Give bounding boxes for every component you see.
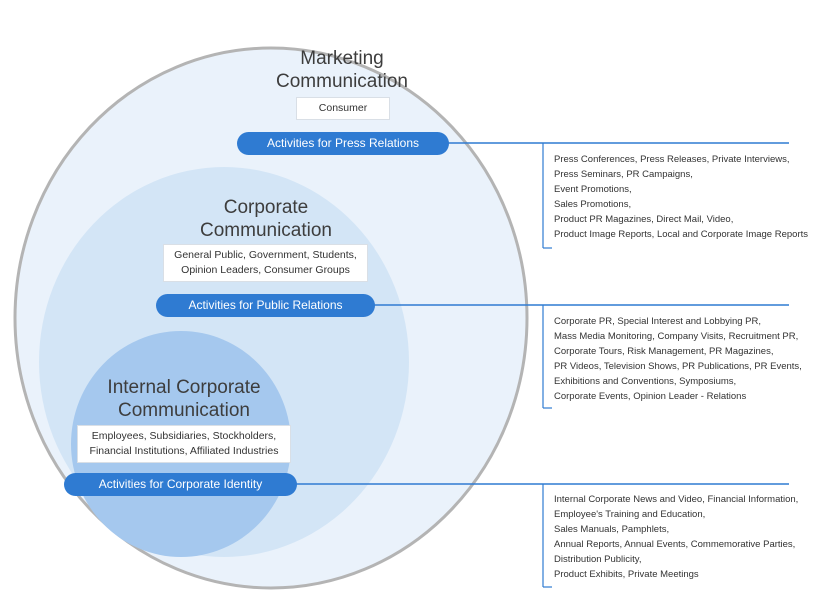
detail-line: Product PR Magazines, Direct Mail, Video… xyxy=(554,214,734,225)
detail-line: Employee's Training and Education, xyxy=(554,509,706,520)
detail-line: Sales Manuals, Pamphlets, xyxy=(554,524,670,535)
internal-audience-line: Financial Institutions, Affiliated Indus… xyxy=(89,445,279,457)
internal-audience-box: Employees, Subsidiaries, Stockholders, F… xyxy=(77,425,291,463)
corporate-title-line1: Corporate xyxy=(223,197,309,218)
internal-audience-line: Employees, Subsidiaries, Stockholders, xyxy=(91,430,277,442)
public-relations-label: Activities for Public Relations xyxy=(188,298,343,312)
detail-line: Exhibitions and Conventions, Symposiums, xyxy=(554,376,737,387)
corporate-communication-title: Corporate Communication xyxy=(156,196,376,242)
corporate-identity-pill: Activities for Corporate Identity xyxy=(64,473,297,496)
detail-line: PR Videos, Television Shows, PR Publicat… xyxy=(554,361,802,372)
detail-line: Corporate PR, Special Interest and Lobby… xyxy=(554,316,762,327)
corporate-audience-box: General Public, Government, Students, Op… xyxy=(163,244,368,282)
detail-line: Press Conferences, Press Releases, Priva… xyxy=(554,154,790,165)
detail-line: Press Seminars, PR Campaigns, xyxy=(554,169,693,180)
detail-line: Event Promotions, xyxy=(554,184,632,195)
corporate-audience-line: General Public, Government, Students, xyxy=(174,249,357,261)
detail-line: Corporate Tours, Risk Management, PR Mag… xyxy=(554,346,774,357)
internal-title-line1: Internal Corporate xyxy=(107,377,261,398)
corporate-audience-line: Opinion Leaders, Consumer Groups xyxy=(181,264,350,276)
marketing-title-line2: Communication xyxy=(276,71,408,92)
corporate-title-line2: Communication xyxy=(200,220,332,241)
corporate-identity-label: Activities for Corporate Identity xyxy=(98,477,263,491)
marketing-communication-title: Marketing Communication xyxy=(232,47,452,93)
public-relations-details: Corporate PR, Special Interest and Lobby… xyxy=(547,314,802,404)
detail-line: Distribution Publicity, xyxy=(554,554,642,565)
marketing-audience-line: Consumer xyxy=(318,102,368,114)
detail-line: Corporate Events, Opinion Leader - Relat… xyxy=(554,391,747,402)
detail-line: Annual Reports, Annual Events, Commemora… xyxy=(554,539,796,550)
public-relations-pill: Activities for Public Relations xyxy=(156,294,375,317)
detail-line: Sales Promotions, xyxy=(554,199,632,210)
detail-line: Internal Corporate News and Video, Finan… xyxy=(554,494,799,505)
press-relations-label: Activities for Press Relations xyxy=(266,136,420,150)
internal-communication-title: Internal Corporate Communication xyxy=(74,376,294,422)
detail-line: Product Exhibits, Private Meetings xyxy=(554,569,699,580)
corporate-identity-details: Internal Corporate News and Video, Finan… xyxy=(547,492,798,582)
marketing-title-line1: Marketing xyxy=(300,48,384,69)
press-relations-details: Press Conferences, Press Releases, Priva… xyxy=(547,152,808,242)
internal-title-line2: Communication xyxy=(118,400,250,421)
press-relations-pill: Activities for Press Relations xyxy=(237,132,449,155)
marketing-audience-box: Consumer xyxy=(296,97,390,120)
detail-line: Mass Media Monitoring, Company Visits, R… xyxy=(554,331,799,342)
detail-line: Product Image Reports, Local and Corpora… xyxy=(554,229,808,240)
